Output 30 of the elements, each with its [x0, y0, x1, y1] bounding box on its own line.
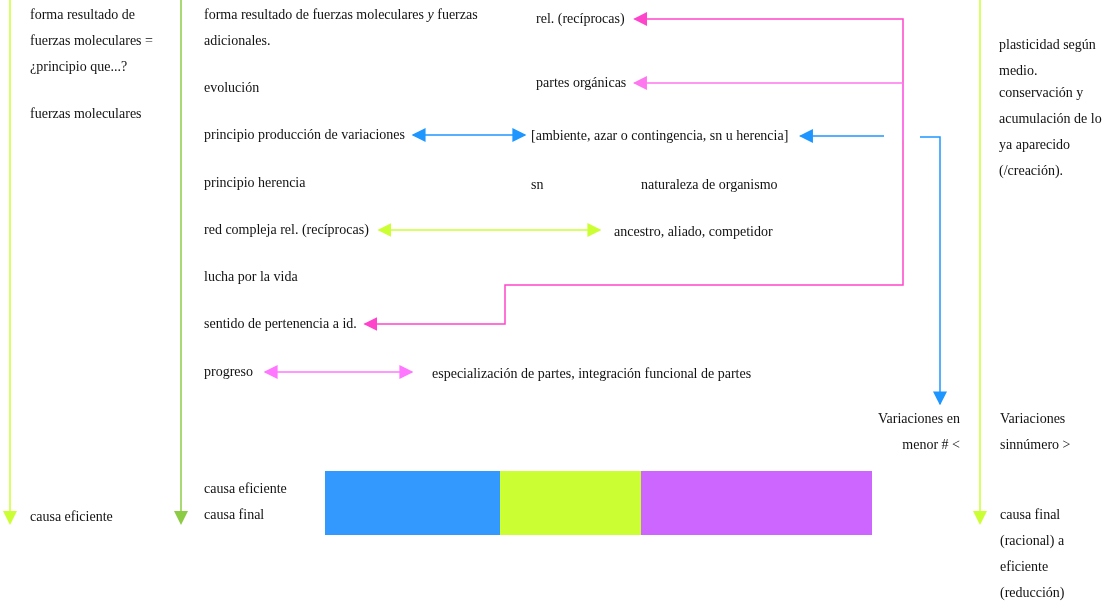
- text-label: Variaciones en menor # <: [868, 406, 960, 458]
- text-label: ancestro, aliado, competidor: [614, 219, 773, 245]
- arrow: [411, 128, 527, 142]
- text-label: fuerzas moleculares: [30, 101, 142, 127]
- text-label: forma resultado de fuerzas moleculares = ¿principio que...?: [30, 2, 170, 80]
- text-label: [ambiente, azar o contingencia, sn u herencia]: [531, 123, 789, 149]
- text-label: naturaleza de organismo: [641, 172, 778, 198]
- text-label: lucha por la vida: [204, 264, 298, 290]
- text-label: causa eficiente: [204, 480, 287, 498]
- text-label: causa final: [204, 506, 266, 524]
- arrow: [377, 223, 602, 237]
- text-label: principio herencia: [204, 170, 306, 196]
- text-label: principio producción de variaciones: [204, 122, 405, 148]
- text-label: progreso: [204, 359, 253, 385]
- text-label: partes orgánicas: [536, 70, 627, 96]
- text-label: sentido de pertenencia a id.: [204, 311, 357, 337]
- text-label: causa eficiente: [30, 504, 113, 530]
- text-label: evolución: [204, 75, 260, 101]
- arrow: [363, 139, 904, 331]
- arrow: [919, 136, 947, 406]
- text-label: causa final (racional) a eficiente (reducción): [1000, 502, 1100, 603]
- text-label: forma resultado de fuerzas moleculares y fuerzas adicionales.: [204, 2, 489, 54]
- text-label: rel. (recíprocas): [536, 6, 625, 32]
- arrow: [263, 365, 414, 379]
- text-label: red compleja rel. (recíprocas): [204, 217, 369, 243]
- arrow: [798, 129, 885, 143]
- text-label: especialización de partes, integración funcional de partes: [432, 361, 752, 387]
- text-label: sn: [531, 172, 544, 198]
- arrow: [632, 76, 904, 141]
- text-label: Variaciones sinnúmero >: [1000, 406, 1095, 458]
